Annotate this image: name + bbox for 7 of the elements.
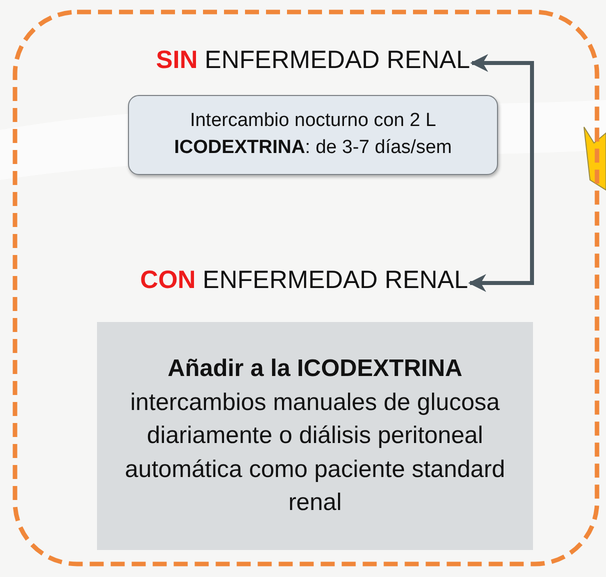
text-panel	[97, 322, 533, 550]
bracket-arrow	[468, 54, 534, 292]
rounded-text-box	[128, 95, 498, 175]
heading-text: CON ENFERMEDAD RENAL	[140, 266, 468, 295]
heading-text: SIN ENFERMEDAD RENAL	[156, 46, 470, 75]
box-text: Intercambio nocturno con 2 L ICODEXTRINA: de 3-7 días/sem	[173, 109, 453, 160]
box-text: Añadir a la ICODEXTRINA intercambios manuales de glucosa diariamente o diálisis peritoneal automática como paciente standard renal	[124, 354, 506, 518]
